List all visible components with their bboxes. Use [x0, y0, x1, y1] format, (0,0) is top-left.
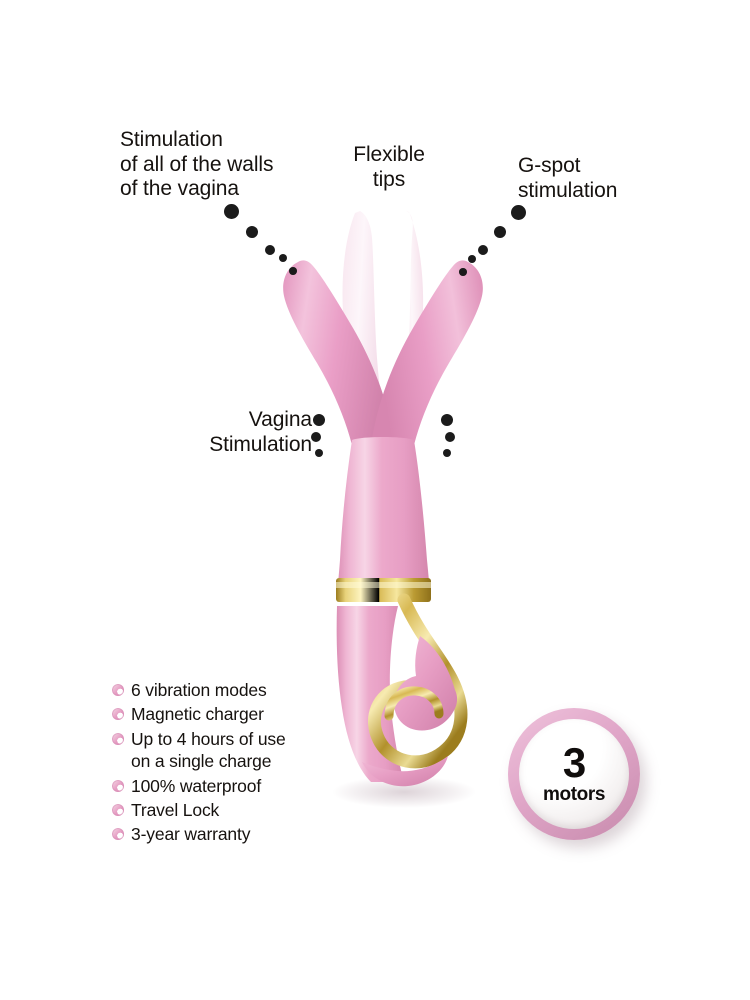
- g-bullet-icon: [112, 732, 124, 745]
- inner-flexible-tip-left: [342, 211, 394, 478]
- feature-item: Up to 4 hours of use on a single charge: [112, 728, 372, 773]
- callout-g-spot-stimulation: G-spot stimulation: [518, 154, 618, 202]
- feature-item: 3-year warranty: [112, 823, 372, 845]
- feature-item: 100% waterproof: [112, 775, 372, 797]
- leader-dot-left-branch-3: [278, 253, 288, 263]
- leader-dot-right-branch-4: [459, 268, 467, 276]
- callout-vagina-stimulation: Vagina Stimulation: [209, 408, 312, 456]
- feature-label: Up to 4 hours of use on a single charge: [131, 728, 286, 772]
- leader-dot-right-branch-0: [510, 204, 526, 220]
- leader-dot-right-branch-1: [493, 225, 507, 239]
- motors-badge-face: 3 motors: [519, 719, 629, 829]
- feature-label: 6 vibration modes: [131, 680, 267, 700]
- leader-dot-shaft-left-2: [314, 448, 324, 458]
- g-bullet-icon: [112, 684, 124, 696]
- callout-stimulation-walls: Stimulation of all of the walls of the v…: [120, 128, 274, 201]
- feature-item: Magnetic charger: [112, 703, 372, 725]
- inner-flexible-tip-right: [393, 210, 424, 477]
- gold-band: [336, 578, 431, 602]
- leader-dot-left-branch-1: [245, 225, 259, 239]
- g-bullet-icon: [112, 708, 124, 721]
- gold-spiral-handle: [368, 593, 468, 769]
- motors-badge: 3 motors: [508, 708, 640, 840]
- feature-item: Travel Lock: [112, 799, 372, 821]
- leader-dot-left-branch-4: [289, 267, 297, 275]
- feature-item: 6 vibration modes: [112, 679, 372, 701]
- hook-pink-body: [394, 636, 458, 731]
- g-bullet-icon: [112, 803, 124, 816]
- shaft: [337, 437, 430, 600]
- handle-bottom: [362, 756, 448, 787]
- gold-band-highlight: [336, 582, 431, 588]
- leader-dot-shaft-left-0: [313, 414, 325, 426]
- callout-flexible-tips: Flexible tips: [353, 143, 425, 191]
- gold-spiral-inner: [384, 686, 444, 721]
- leader-dot-shaft-right-1: [444, 431, 456, 443]
- leader-dot-shaft-left-1: [310, 431, 322, 443]
- motors-count: 3: [562, 738, 586, 786]
- g-bullet-icon: [112, 828, 124, 841]
- leader-dot-shaft-right-0: [441, 414, 453, 426]
- leader-dot-left-branch-0: [223, 203, 239, 219]
- feature-label: 100% waterproof: [131, 775, 262, 796]
- g-bullet-icon: [112, 779, 124, 792]
- leader-dot-shaft-right-2: [442, 448, 452, 458]
- feature-label: Magnetic charger: [131, 704, 264, 725]
- right-prong: [371, 260, 483, 445]
- leader-dot-left-branch-2: [265, 245, 275, 255]
- leader-dot-right-branch-2: [478, 245, 488, 255]
- feature-label: 3-year warranty: [131, 824, 251, 845]
- leader-dot-right-branch-3: [467, 254, 477, 264]
- motors-label: motors: [543, 784, 605, 806]
- feature-label: Travel Lock: [131, 799, 220, 820]
